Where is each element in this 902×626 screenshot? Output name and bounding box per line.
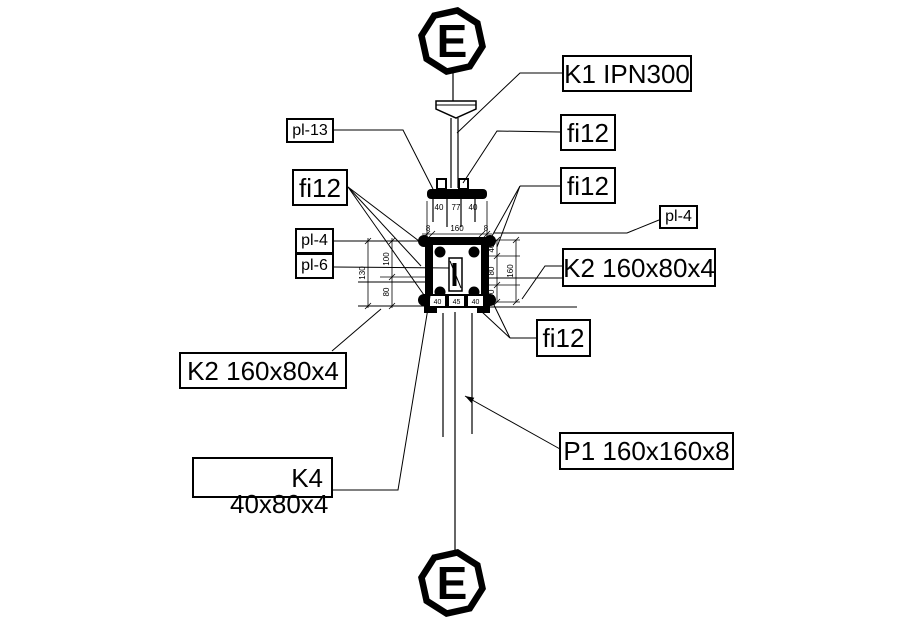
anchor-bolts-fi12 (432, 199, 476, 227)
dim-text: 100 (382, 252, 391, 266)
dim-tick (493, 281, 501, 289)
k2-left-leader (331, 308, 382, 352)
leader-lines (331, 72, 660, 491)
label-pl13: pl-13 (286, 118, 334, 143)
grid-bubble-top (418, 7, 486, 75)
label-fi12-bottom: fi12 (536, 319, 591, 357)
bolt-nut-right (458, 178, 469, 190)
dim-tick (428, 230, 436, 238)
label-k1-ipn300: K1 IPN300 (562, 55, 692, 92)
pl4-right-leader (494, 219, 660, 234)
label-p1: P1 160x160x8 (559, 432, 734, 470)
dim-tick (493, 236, 501, 244)
inner-plate-core (452, 263, 457, 286)
dim-tick (512, 298, 520, 306)
dim-text: 77 (452, 203, 461, 212)
dim-tick (364, 302, 372, 310)
dim-tick (483, 230, 491, 238)
cap-plate (427, 189, 487, 199)
dim-text: 45 (453, 299, 461, 306)
dim-text: 40 (435, 203, 444, 212)
label-fi12-right: fi12 (560, 167, 616, 204)
dim-text: 40 (487, 289, 496, 298)
column-section-p1: 40 45 40 (418, 235, 496, 313)
corner-bolt-inner (468, 246, 480, 258)
label-fi12-top-right: fi12 (560, 114, 616, 151)
p1-arrowhead (465, 396, 475, 403)
grid-bubble-bottom (418, 549, 486, 617)
inner-plate-diagonal (449, 260, 462, 289)
pl6-left-leader (332, 266, 450, 269)
dim-text: 8 (426, 224, 431, 233)
label-pl4-left: pl-4 (295, 228, 334, 254)
pl13-leader (333, 129, 434, 190)
label-fi12-left: fi12 (292, 169, 348, 206)
dim-tick (512, 236, 520, 244)
base-gap (449, 296, 464, 306)
dim-text: 130 (358, 266, 367, 280)
beam-k1-ipn300 (435, 100, 477, 190)
dim-text: 40 (469, 203, 478, 212)
dim-tick (388, 302, 396, 310)
fi12-left-leader (347, 186, 420, 242)
fi12-left-leader (347, 186, 422, 267)
dim-text: 160 (506, 264, 515, 278)
fi12-right-leader (491, 185, 521, 237)
base-foot (424, 308, 437, 313)
dim-right: 40 80 40 160 (487, 236, 520, 306)
p1-leader (464, 395, 561, 450)
grid-axis-e: E E (418, 7, 486, 617)
label-k4-size: 40x80x4 (230, 489, 329, 519)
label-pl6-left: pl-6 (295, 253, 334, 279)
fi12-bottom-leader (492, 302, 511, 339)
dim-top: 40 77 40 8 160 8 (422, 201, 492, 238)
dim-tick (493, 298, 501, 306)
grid-letter-top: E (437, 15, 468, 67)
fi12-right-leader (496, 185, 521, 248)
k4-leader (333, 295, 431, 491)
dim-tick (388, 273, 396, 281)
dim-text: 40 (472, 299, 480, 306)
label-k4: K4 (192, 457, 333, 498)
fi12-bottom-leader (480, 310, 511, 339)
base-gap (430, 296, 445, 306)
k2-right-leader (521, 265, 562, 300)
cap-plate-pl13 (427, 189, 487, 199)
column-below (442, 313, 473, 437)
dim-text: 80 (382, 287, 391, 296)
dim-text: 40 (487, 243, 496, 252)
dim-text: 40 (434, 299, 442, 306)
k1-leader (456, 72, 563, 134)
bolt-nut-left (436, 178, 447, 190)
dim-text: 80 (487, 266, 496, 275)
base-foot (477, 308, 490, 313)
dim-text: 160 (450, 224, 464, 233)
corner-bolt-inner (434, 246, 446, 258)
dim-text: 8 (484, 224, 489, 233)
grid-letter-bottom: E (437, 557, 468, 609)
beam-flange (435, 100, 477, 119)
base-gap (468, 296, 483, 306)
label-k2-right: K2 160x80x4 (562, 248, 716, 287)
dim-tick (478, 230, 486, 238)
dim-tick (493, 252, 501, 260)
fi12-top-right-leader (462, 130, 561, 184)
label-k2-left: K2 160x80x4 (179, 352, 347, 389)
label-pl4-right: pl-4 (659, 205, 698, 229)
